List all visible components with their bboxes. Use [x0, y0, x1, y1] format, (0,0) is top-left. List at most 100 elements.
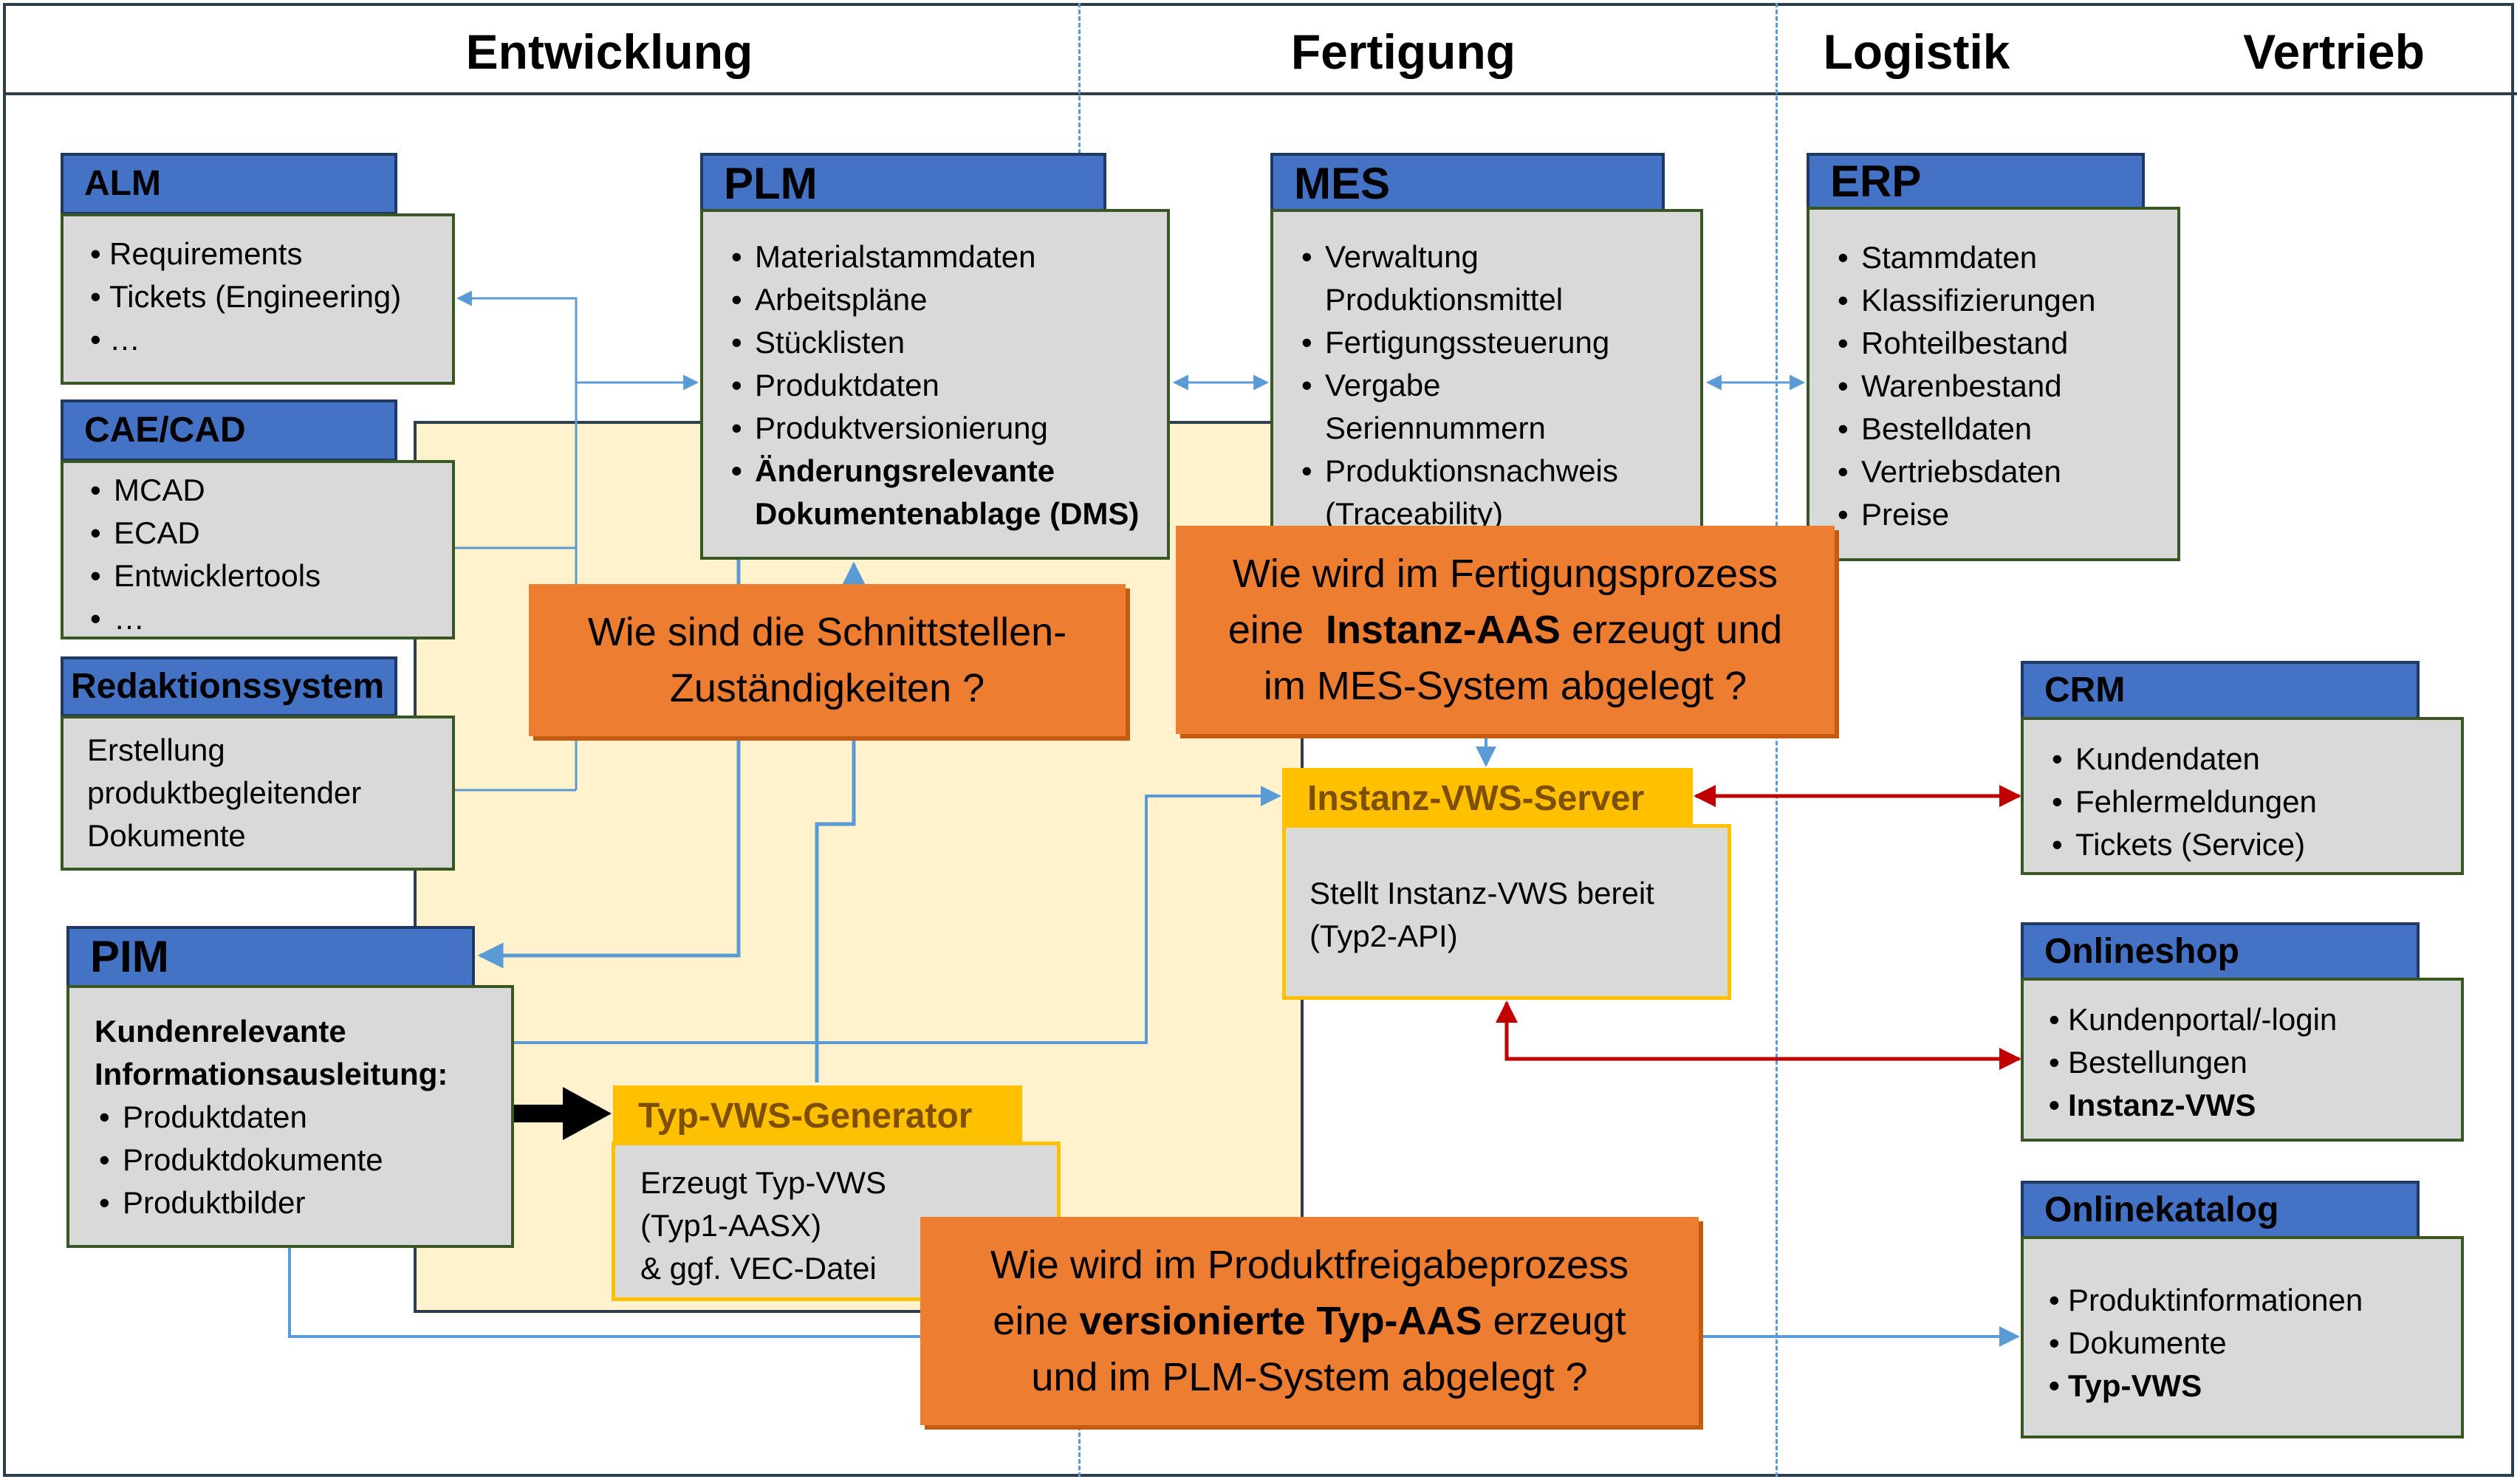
question-line: eine Instanz-AAS erzeugt und [1176, 602, 1835, 658]
typ-vws-generator-title-tab: Typ-VWS-Generator [613, 1085, 1022, 1145]
redaktion-line: Dokumente [87, 818, 246, 853]
mes-item: Produktionsnachweis (Traceability) [1297, 450, 1700, 531]
caecad-item: … [86, 597, 452, 637]
plm-item: Stücklisten [727, 321, 1167, 364]
instanz-vws-server-box: Stellt Instanz-VWS bereit (Typ2-API) [1282, 824, 1731, 1000]
pim-item: Produktdaten [95, 1096, 511, 1139]
alm-item: … [90, 318, 452, 361]
plm-item: Arbeitspläne [727, 278, 1167, 321]
question-schnittstellen: Wie sind die Schnittstellen- Zuständigke… [529, 584, 1126, 736]
question-text: eine [993, 1299, 1080, 1343]
crm-title: CRM [2044, 670, 2126, 710]
alm-item: Requirements [90, 233, 452, 275]
pim-heading: Kundenrelevante [95, 1014, 346, 1049]
question-line: Wie sind die Schnittstellen- [587, 610, 1067, 654]
mes-title-tab: MES [1270, 153, 1665, 215]
instanz-vws-server-title: Instanz-VWS-Server [1307, 779, 1645, 818]
question-line: eine versionierte Typ-AAS erzeugt [920, 1293, 1699, 1349]
erp-box: Stammdaten Klassifizierungen Rohteilbest… [1807, 207, 2180, 561]
redaktion-box: Erstellung produktbegleitender Dokumente [61, 716, 455, 871]
crm-box: Kundendaten Fehlermeldungen Tickets (Ser… [2021, 717, 2464, 875]
pim-heading: Informationsausleitung: [95, 1057, 448, 1091]
caecad-item: Entwicklertools [86, 555, 452, 597]
question-fertigungsprozess: Wie wird im Fertigungsprozess eine Insta… [1176, 526, 1835, 734]
redaktion-title: Redaktionssystem [71, 667, 385, 706]
column-logistik: Logistik [1823, 24, 2010, 79]
mes-item-line: Produktionsmittel [1325, 282, 1564, 317]
erp-item: Stammdaten [1833, 236, 2177, 279]
onlineshop-item: Kundenportal/-login [2049, 998, 2461, 1041]
mes-item-line: (Traceability) [1325, 496, 1504, 531]
question-text: erzeugt [1482, 1299, 1626, 1343]
caecad-title: CAE/CAD [84, 411, 246, 450]
pim-item: Produktdokumente [95, 1139, 511, 1181]
column-entwicklung: Entwicklung [465, 24, 753, 79]
typ-vws-generator-line: Erzeugt Typ-VWS [640, 1165, 887, 1200]
question-line: und im PLM-System abgelegt ? [1031, 1355, 1588, 1399]
mes-item-line: Produktionsnachweis [1325, 453, 1618, 488]
onlineshop-title: Onlineshop [2044, 932, 2239, 971]
question-text: eine [1228, 608, 1326, 652]
erp-item: Warenbestand [1833, 365, 2177, 408]
mes-item-line: Vergabe [1325, 368, 1441, 402]
onlinekatalog-item-typ-vws: Typ-VWS [2049, 1365, 2461, 1407]
crm-item: Kundendaten [2047, 738, 2461, 781]
onlineshop-item: Bestellungen [2049, 1041, 2461, 1084]
onlineshop-box: Kundenportal/-login Bestellungen Instanz… [2021, 978, 2464, 1142]
erp-item: Preise [1833, 493, 2177, 536]
typ-vws-generator-box: Erzeugt Typ-VWS (Typ1-AASX) & ggf. VEC-D… [612, 1142, 1061, 1301]
plm-item: Produktdaten [727, 364, 1167, 407]
pim-box: Kundenrelevante Informationsausleitung: … [66, 985, 514, 1248]
pim-item: Produktbilder [95, 1181, 511, 1224]
crm-item: Tickets (Service) [2047, 823, 2461, 866]
typ-vws-generator-line: (Typ1-AASX) [640, 1208, 822, 1243]
mes-item-line: Seriennummern [1325, 411, 1546, 445]
arrow-pim-to-generator [514, 1087, 612, 1140]
outer-frame [3, 3, 2514, 1477]
instanz-vws-server-line: (Typ2-API) [1309, 919, 1458, 953]
question-produktfreigabeprozess: Wie wird im Produktfreigabeprozess eine … [920, 1217, 1699, 1425]
arrow-pim-to-generator-shaft [514, 1105, 566, 1122]
onlinekatalog-title: Onlinekatalog [2044, 1190, 2279, 1229]
mes-item-line: Verwaltung [1325, 239, 1479, 274]
onlineshop-item-instanz-vws: Instanz-VWS [2049, 1084, 2461, 1127]
question-text: erzeugt und [1560, 608, 1783, 652]
plm-title-tab: PLM [700, 153, 1106, 215]
question-emphasis: Instanz-AAS [1325, 608, 1561, 652]
column-fertigung: Fertigung [1290, 24, 1516, 79]
plm-item: Produktversionierung [727, 407, 1167, 450]
question-line: im MES-System abgelegt ? [1263, 664, 1747, 708]
erp-item: Klassifizierungen [1833, 279, 2177, 322]
plm-box: Materialstammdaten Arbeitspläne Stücklis… [700, 209, 1170, 560]
erp-title-tab: ERP [1807, 153, 2145, 210]
caecad-item: MCAD [86, 469, 452, 512]
onlinekatalog-item: Produktinformationen [2049, 1279, 2461, 1322]
plm-item: Materialstammdaten [727, 236, 1167, 278]
column-vertrieb: Vertrieb [2243, 24, 2425, 79]
question-line: Wie wird im Fertigungsprozess [1232, 552, 1778, 596]
plm-dms-line: Änderungsrelevante [755, 453, 1055, 488]
divider-fertigung-logistik [1776, 3, 1778, 1477]
crm-item: Fehlermeldungen [2047, 781, 2461, 823]
alm-title: ALM [84, 164, 161, 203]
caecad-title-tab: CAE/CAD [61, 399, 397, 462]
question-line: Wie wird im Produktfreigabeprozess [990, 1243, 1629, 1287]
caecad-box: MCAD ECAD Entwicklertools … [61, 460, 455, 639]
question-line: Zuständigkeiten ? [669, 666, 985, 710]
header-divider [3, 92, 2517, 95]
arrow-pim-to-generator-head [563, 1087, 612, 1140]
onlinekatalog-box: Produktinformationen Dokumente Typ-VWS [2021, 1236, 2464, 1438]
typ-vws-generator-title: Typ-VWS-Generator [638, 1097, 973, 1136]
connector-pim-instanz-server [514, 786, 1281, 1044]
mes-title: MES [1294, 159, 1391, 208]
redaktion-title-tab: Redaktionssystem [61, 656, 397, 717]
redaktion-line: Erstellung [87, 733, 225, 767]
plm-title: PLM [724, 159, 818, 208]
erp-title: ERP [1830, 157, 1922, 206]
onlinekatalog-item: Dokumente [2049, 1322, 2461, 1365]
instanz-vws-server-line: Stellt Instanz-VWS bereit [1309, 876, 1654, 910]
